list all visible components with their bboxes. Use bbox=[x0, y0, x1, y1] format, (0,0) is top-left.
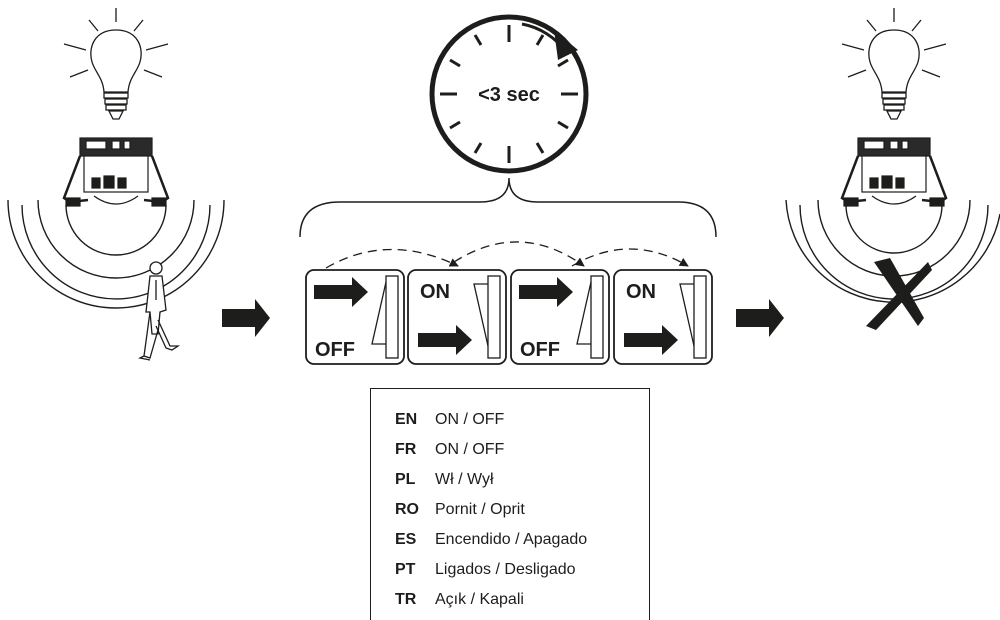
left-motion-sensor-icon bbox=[62, 137, 170, 207]
right-light-bulb-icon bbox=[841, 8, 947, 120]
legend-text: ON / OFF bbox=[435, 411, 505, 428]
switch-dashed-arcs bbox=[325, 241, 689, 269]
switch-on-2: ON bbox=[613, 269, 713, 365]
clock-icon bbox=[429, 14, 589, 174]
left-light-bulb-icon bbox=[63, 8, 169, 120]
legend-row: PL Wł / Wył bbox=[395, 471, 494, 489]
language-legend: EN ON / OFF FR ON / OFF PL Wł / Wył RO Porni… bbox=[370, 388, 650, 620]
arrow-icon bbox=[519, 277, 573, 307]
switch-on-1: ON bbox=[407, 269, 507, 365]
timer-label: <3 sec bbox=[478, 84, 540, 106]
legend-code: PT bbox=[395, 561, 416, 578]
arrow-icon bbox=[624, 325, 678, 355]
legend-text: Pornit / Oprit bbox=[435, 501, 525, 518]
arrow-icon bbox=[314, 277, 368, 307]
timer-brace bbox=[299, 177, 717, 238]
legend-text: ON / OFF bbox=[435, 441, 505, 458]
right-motion-sensor-icon bbox=[840, 137, 948, 207]
switch-off-1: OFF bbox=[305, 269, 405, 365]
cross-icon bbox=[866, 258, 932, 330]
legend-row: TR Açık / Kapali bbox=[395, 591, 524, 609]
switch-label: ON bbox=[420, 281, 450, 303]
legend-text: Encendido / Apagado bbox=[435, 531, 588, 548]
legend-text: Açık / Kapali bbox=[435, 591, 524, 608]
legend-code: RO bbox=[395, 501, 419, 518]
arrow-icon bbox=[418, 325, 472, 355]
legend-row: EN ON / OFF bbox=[395, 411, 504, 429]
right-arrow-icon bbox=[222, 299, 270, 337]
walking-person-icon bbox=[138, 261, 181, 361]
switch-label: OFF bbox=[315, 339, 355, 361]
legend-code: EN bbox=[395, 411, 418, 428]
switch-label: ON bbox=[626, 281, 656, 303]
switch-off-2: OFF bbox=[510, 269, 610, 365]
right-arrow-icon bbox=[736, 299, 784, 337]
legend-code: TR bbox=[395, 591, 417, 608]
legend-text: Ligados / Desligado bbox=[435, 561, 576, 578]
left-detection-waves bbox=[7, 199, 225, 309]
legend-code: FR bbox=[395, 441, 417, 458]
legend-code: PL bbox=[395, 471, 416, 488]
legend-row: RO Pornit / Oprit bbox=[395, 501, 525, 519]
switch-label: OFF bbox=[520, 339, 560, 361]
legend-row: ES Encendido / Apagado bbox=[395, 531, 587, 549]
legend-code: ES bbox=[395, 531, 417, 548]
legend-text: Wł / Wył bbox=[435, 471, 494, 488]
legend-row: FR ON / OFF bbox=[395, 441, 504, 459]
legend-row: PT Ligados / Desligado bbox=[395, 561, 576, 579]
